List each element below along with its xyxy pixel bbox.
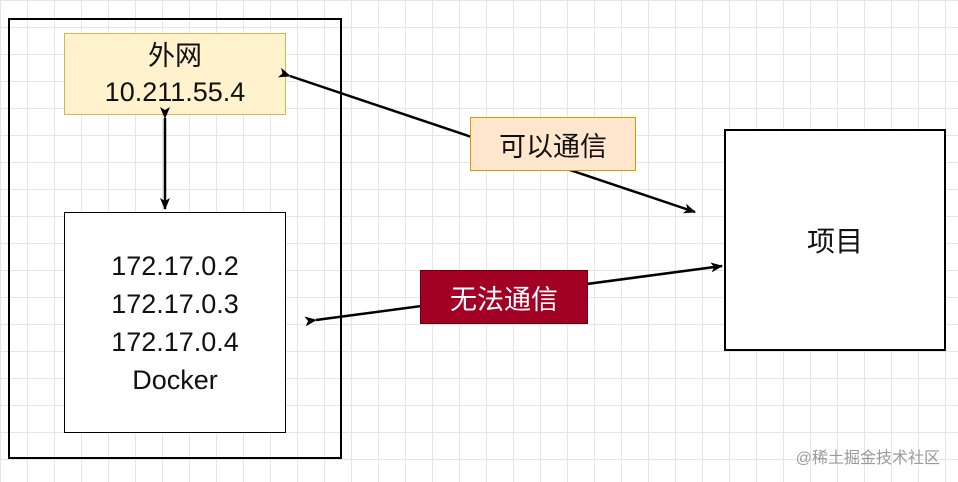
watermark: @稀土掘金技术社区: [795, 450, 940, 467]
host-machine-container: [8, 18, 342, 459]
docker-ip-1: 172.17.0.2: [111, 250, 239, 281]
external-network-title: 外网: [148, 41, 202, 71]
docker-ip-3: 172.17.0.4: [111, 326, 239, 357]
docker-name: Docker: [132, 364, 218, 395]
docker-node: 172.17.0.2 172.17.0.3 172.17.0.4 Docker: [64, 212, 286, 433]
project-label: 项目: [806, 226, 863, 257]
docker-ip-2: 172.17.0.3: [111, 288, 239, 319]
project-node: 项目: [724, 129, 946, 351]
external-network-node: 外网 10.211.55.4: [64, 33, 286, 115]
cannot-communicate-label: 无法通信: [420, 270, 588, 324]
can-communicate-label: 可以通信: [470, 117, 636, 171]
external-network-ip: 10.211.55.4: [104, 77, 246, 107]
